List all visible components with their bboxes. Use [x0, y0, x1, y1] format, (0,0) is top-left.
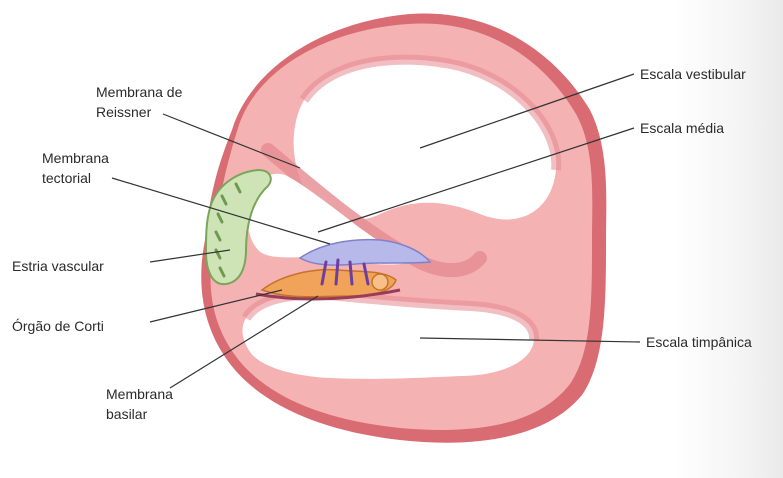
corti-cell [372, 274, 388, 290]
label-escala-media: Escala média [640, 118, 724, 138]
label-tectorial-line-2: tectorial [42, 168, 91, 188]
label-orgao-de-corti: Órgão de Corti [12, 316, 104, 336]
label-reissner-line-2: Reissner [96, 102, 151, 122]
label-estria-vascular: Estria vascular [12, 256, 104, 276]
label-escala-timpanica: Escala timpânica [646, 332, 752, 352]
label-basilar-line-1: Membrana [106, 384, 173, 404]
label-basilar-line-2: basilar [106, 404, 147, 424]
label-tectorial-line-1: Membrana [42, 148, 109, 168]
label-reissner-line-1: Membrana de [96, 82, 182, 102]
label-escala-vestibular: Escala vestibular [640, 64, 746, 84]
